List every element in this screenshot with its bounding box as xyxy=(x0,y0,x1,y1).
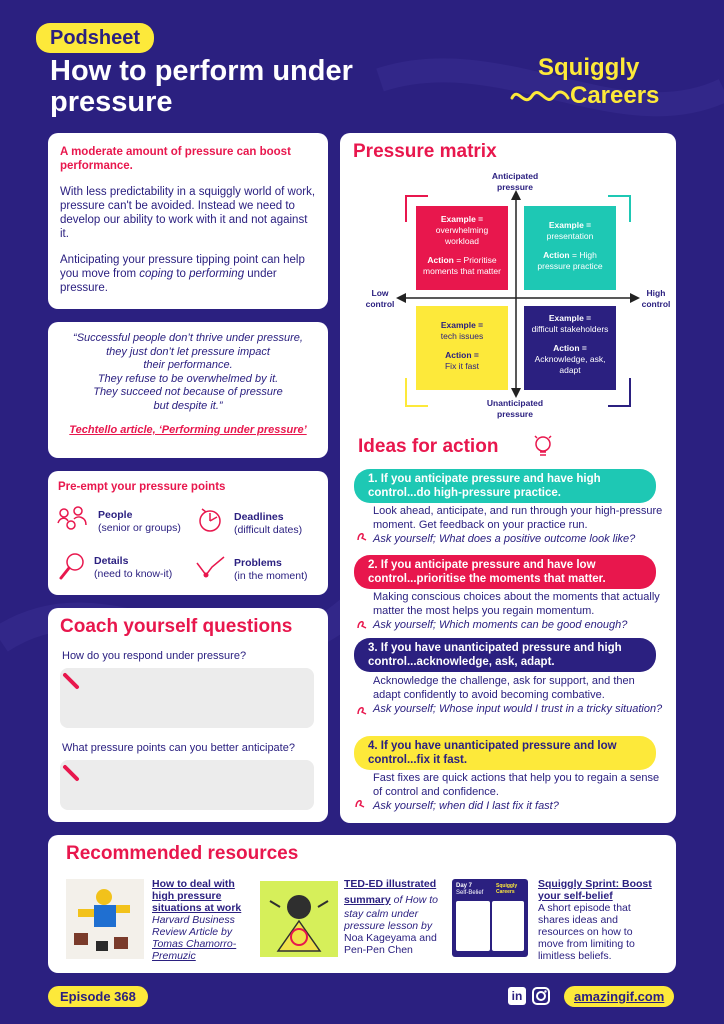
matrix-heading: Pressure matrix xyxy=(353,141,497,162)
logo-text-line1: Squiggly xyxy=(538,54,640,81)
preempt-item-people: People (senior or groups) xyxy=(98,509,181,534)
squiggle-pen-icon xyxy=(357,707,367,715)
intro-paragraph-2: Anticipating your pressure tipping point… xyxy=(60,254,305,294)
idea-2-pill: 2. If you anticipate pressure and have l… xyxy=(354,555,656,589)
resource-1[interactable]: How to deal with high pressure situation… xyxy=(152,878,242,962)
quote-source-link[interactable]: Techtello article, ‘Performing under pre… xyxy=(69,424,307,436)
intro-card: A moderate amount of pressure can boost … xyxy=(48,133,328,309)
thumb-topic-label: Self-Belief xyxy=(456,890,484,896)
ted-ed-thumbnail xyxy=(260,881,338,957)
intro-lead: A moderate amount of pressure can boost … xyxy=(60,146,291,172)
resources-card: Recommended resources How to deal with h… xyxy=(48,835,676,973)
quote-text: “Successful people don’t thrive under pr… xyxy=(73,332,303,412)
coach-question-1: How do you respond under pressure? xyxy=(62,650,247,662)
quadrant-text-bottom-right: Example = difficult stakeholders Action … xyxy=(531,313,609,375)
idea-3-text: Acknowledge the challenge, ask for suppo… xyxy=(373,675,663,715)
quote-card: “Successful people don’t thrive under pr… xyxy=(48,322,328,458)
quadrant-text-top-right: Example = presentation Action = High pre… xyxy=(537,220,603,271)
magnifier-icon xyxy=(59,553,84,580)
idea-1-text: Look ahead, anticipate, and run through … xyxy=(373,505,663,545)
preempt-card: Pre-empt your pressure points People (se… xyxy=(48,471,328,595)
idea-4-pill: 4. If you have unanticipated pressure an… xyxy=(354,736,656,770)
squiggly-careers-logo: Squiggly Careers xyxy=(510,54,690,114)
coach-question-2: What pressure points can you better anti… xyxy=(62,742,295,754)
coach-card: Coach yourself questions How do you resp… xyxy=(48,608,328,822)
squiggle-pen-icon xyxy=(357,533,367,541)
resource-3[interactable]: Squiggly Sprint: Boost your self-belief … xyxy=(538,878,652,962)
squiggle-pen-icon xyxy=(355,800,365,808)
idea-2-text: Making conscious choices about the momen… xyxy=(373,591,660,631)
deadline-clock-icon xyxy=(199,508,221,532)
quadrant-text-top-left: Example = overwhelming workload Action =… xyxy=(423,214,501,276)
logo-squiggle-icon xyxy=(510,90,570,102)
podsheet-badge: Podsheet xyxy=(36,23,155,53)
coach-heading: Coach yourself questions xyxy=(60,616,293,637)
idea-1-pill: 1. If you anticipate pressure and have h… xyxy=(354,469,656,503)
logo-text-line2: Careers xyxy=(570,82,660,109)
page-title: How to perform under pressure xyxy=(50,56,353,118)
quadrant-top-right xyxy=(524,206,616,290)
quadrant-bottom-right xyxy=(524,306,616,390)
pencil-icon xyxy=(63,765,79,781)
answer-field-1[interactable] xyxy=(60,668,314,728)
preempt-heading: Pre-empt your pressure points xyxy=(58,481,226,493)
quadrant-text-bottom-left: Example = tech issues Action = Fix it fa… xyxy=(440,320,484,371)
pencil-icon xyxy=(63,673,79,689)
resource-2[interactable]: TED-ED illustrated summary of How to sta… xyxy=(344,878,438,956)
preempt-item-deadlines: Deadlines (difficult dates) xyxy=(234,511,303,536)
page-title-line1: How to perform under xyxy=(50,55,353,87)
thumb-day-label: Day 7 xyxy=(456,883,473,889)
squiggly-sprint-thumbnail: Day 7 Self-Belief Squiggly Careers xyxy=(452,879,528,957)
preempt-item-problems: Problems (in the moment) xyxy=(234,557,308,582)
problems-graph-icon xyxy=(196,556,225,578)
intro-paragraph-1: With less predictability in a squiggly w… xyxy=(60,186,316,240)
resources-heading: Recommended resources xyxy=(66,843,299,864)
episode-badge: Episode 368 xyxy=(48,986,148,1007)
idea-4-text: Fast fixes are quick actions that help y… xyxy=(373,772,660,812)
people-icon xyxy=(57,506,87,530)
page-title-line2: pressure xyxy=(50,86,173,118)
pressure-matrix-diagram xyxy=(396,190,640,407)
lightbulb-icon xyxy=(534,435,552,456)
preempt-item-details: Details (need to know-it) xyxy=(94,555,173,580)
website-link[interactable]: amazingif.com xyxy=(564,986,675,1007)
instagram-icon[interactable] xyxy=(532,987,550,1005)
ideas-heading: Ideas for action xyxy=(358,436,499,457)
linkedin-icon[interactable]: in xyxy=(508,987,526,1005)
idea-3-pill: 3. If you have unanticipated pressure an… xyxy=(354,638,656,672)
answer-field-2[interactable] xyxy=(60,760,314,810)
squiggle-pen-icon xyxy=(357,621,367,629)
quadrant-top-left xyxy=(416,206,508,290)
thumb-logo: Squiggly Careers xyxy=(496,883,518,895)
quadrant-bottom-left xyxy=(416,306,508,390)
lego-figure-thumbnail xyxy=(66,879,144,959)
